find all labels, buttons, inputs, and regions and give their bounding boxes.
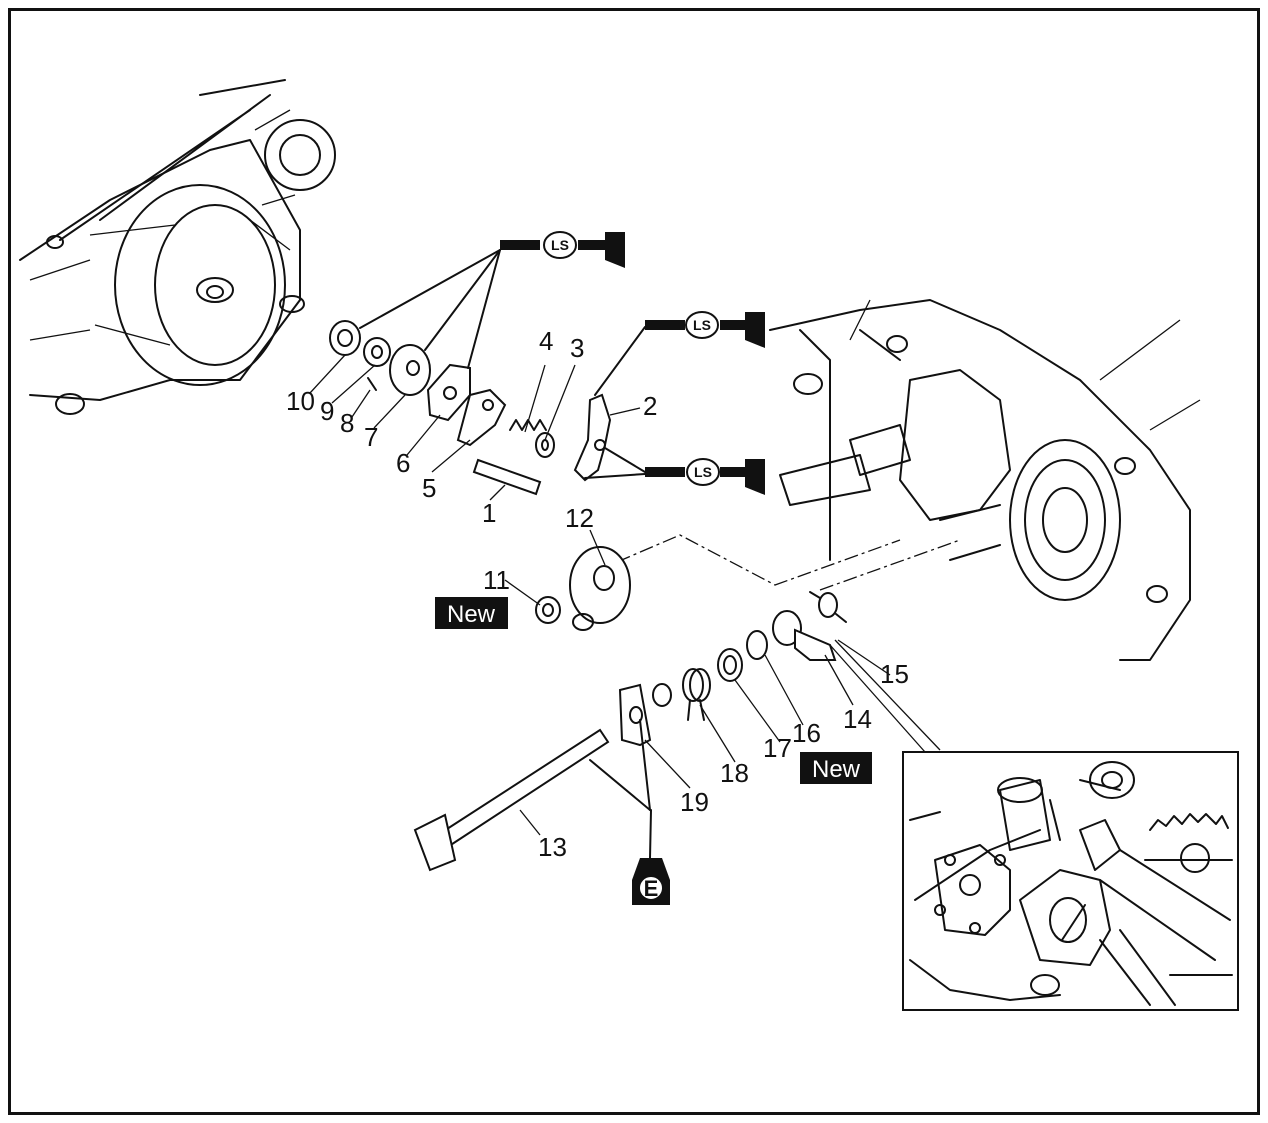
callout-6: 6 (396, 448, 410, 478)
callout-7: 7 (364, 422, 378, 452)
ls-label: LS (694, 464, 712, 480)
callout-5: 5 (422, 473, 436, 503)
part-13-shift-shaft (413, 728, 610, 872)
part-6-plate (426, 363, 471, 422)
part-18-spring (682, 668, 711, 721)
svg-text:New: New (812, 756, 861, 783)
part-19-shift-arm (618, 683, 672, 747)
centerline-lower (819, 539, 961, 591)
callout-4: 4 (539, 326, 553, 356)
ls-label: LS (693, 317, 711, 333)
callout-12: 12 (565, 503, 594, 533)
callout-10: 10 (286, 386, 315, 416)
svg-text:New: New (447, 601, 496, 628)
callout-15: 15 (880, 659, 909, 689)
detail-inset (902, 751, 1239, 1011)
callout-16: 16 (792, 718, 821, 748)
part-7-stopper (389, 344, 431, 396)
part-3-washer (535, 432, 555, 458)
engine-oil-label: E (644, 876, 659, 901)
callout-2: 2 (643, 391, 657, 421)
callout-14: 14 (843, 704, 872, 734)
callout-19: 19 (680, 787, 709, 817)
part-2-shift-guide (573, 393, 612, 482)
callout-13: 13 (538, 832, 567, 862)
part-14-stopper-lever (772, 610, 837, 661)
part-9-washer (363, 337, 391, 367)
part-10-oil-seal (329, 320, 361, 356)
callout-18: 18 (720, 758, 749, 788)
part-11-circlip (535, 596, 561, 624)
callout-1: 1 (482, 498, 496, 528)
part-8-pin (367, 377, 377, 391)
part-15-spring (809, 591, 847, 623)
part-17-washer (717, 648, 743, 682)
part-16-circlip (746, 630, 768, 660)
callout-11: 11 (483, 565, 510, 595)
centerline-upper (616, 534, 901, 586)
part-1-shaft (472, 458, 542, 496)
engine-oil-symbol: E (589, 719, 670, 905)
left-crankcase-cover (19, 79, 336, 415)
leader-lines (309, 354, 941, 836)
callout-labels: 1 2 3 4 5 6 7 8 9 10 11 12 13 14 15 16 1… (286, 326, 909, 862)
new-badge-left: New (435, 597, 508, 629)
part-12-shift-drum-segment (569, 546, 631, 631)
callout-8: 8 (340, 408, 354, 438)
ls-symbol-top: LS (500, 231, 625, 268)
ls-label: LS (551, 237, 569, 253)
new-badge-right: New (800, 752, 872, 784)
right-crankcase (769, 299, 1201, 661)
callout-17: 17 (763, 733, 792, 763)
part-5-shift-lever (456, 388, 507, 447)
ls-arrows (359, 249, 646, 479)
diagram-frame (8, 8, 1260, 1115)
callout-3: 3 (570, 333, 584, 363)
ls-symbol-middle: LS (645, 311, 765, 348)
callout-9: 9 (320, 396, 334, 426)
ls-symbol-lower: LS (645, 458, 765, 495)
